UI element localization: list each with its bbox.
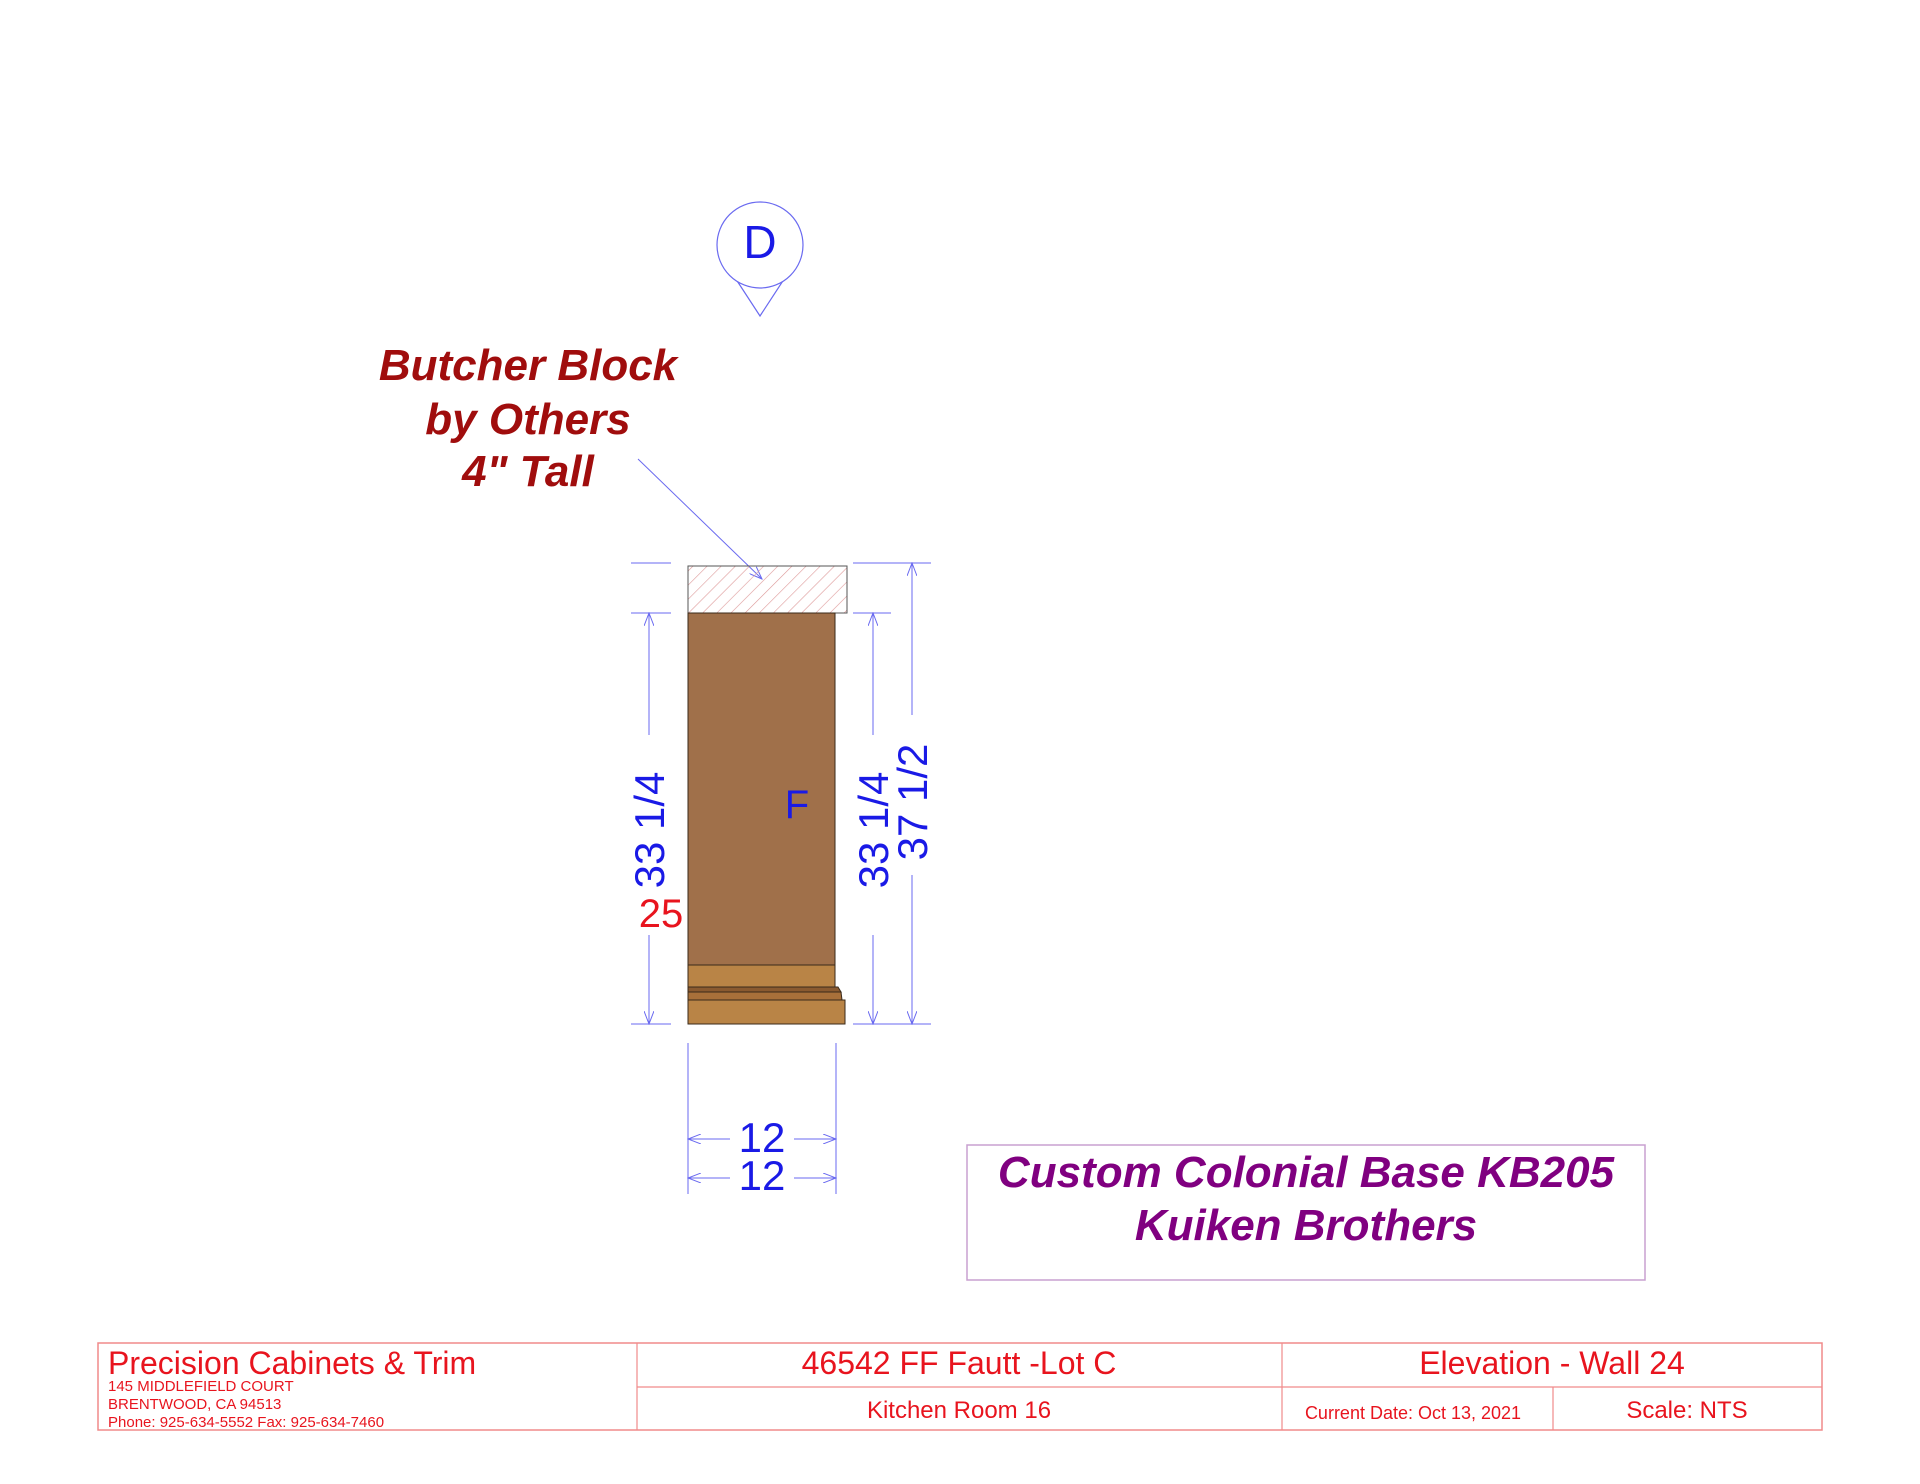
title-block: Precision Cabinets & Trim 145 MIDDLEFIEL…	[97, 1342, 1823, 1431]
butcher-block-countertop	[687, 565, 848, 614]
cabinet-label: F	[785, 783, 809, 827]
note-line-3: 4" Tall	[461, 447, 594, 496]
base-moulding-cap	[687, 986, 842, 993]
width-label-1: 12	[739, 1114, 786, 1161]
butcher-block-note: Butcher Block by Others 4" Tall	[379, 341, 762, 579]
right-height-dimensions	[853, 563, 931, 1024]
left-height-label: 33 1/4	[626, 772, 673, 889]
company-phone: Phone: 925-634-5552 Fax: 925-634-7460	[108, 1414, 384, 1431]
toe-kick	[687, 964, 836, 988]
note-line-1: Butcher Block	[379, 341, 680, 390]
overall-height-label: 37 1/2	[889, 744, 936, 861]
room-name: Kitchen Room 16	[867, 1397, 1051, 1424]
product-title-line-1: Custom Colonial Base KB205	[998, 1148, 1615, 1197]
width-dimensions	[688, 1043, 836, 1194]
cabinet-item-number: 25	[639, 892, 684, 936]
elevation-marker-letter: D	[743, 216, 776, 268]
left-height-dimension	[631, 562, 671, 1024]
leader-arrow	[637, 458, 762, 579]
base-cabinet: F	[687, 612, 846, 1025]
base-moulding	[687, 999, 846, 1025]
right-height-label: 33 1/4	[850, 772, 897, 889]
width-label-2: 12	[739, 1152, 786, 1199]
project-name: 46542 FF Fautt -Lot C	[802, 1345, 1117, 1381]
scale: Scale: NTS	[1626, 1397, 1747, 1424]
company-address-1: 145 MIDDLEFIELD COURT	[108, 1378, 294, 1395]
company-name: Precision Cabinets & Trim	[108, 1345, 476, 1381]
product-title-box: Custom Colonial Base KB205 Kuiken Brothe…	[966, 1144, 1646, 1281]
product-title-line-2: Kuiken Brothers	[1135, 1201, 1477, 1250]
elevation-marker: D	[716, 201, 804, 318]
company-address-2: BRENTWOOD, CA 94513	[108, 1396, 281, 1413]
note-line-2: by Others	[425, 395, 630, 444]
view-name: Elevation - Wall 24	[1419, 1345, 1685, 1381]
current-date: Current Date: Oct 13, 2021	[1305, 1403, 1521, 1423]
